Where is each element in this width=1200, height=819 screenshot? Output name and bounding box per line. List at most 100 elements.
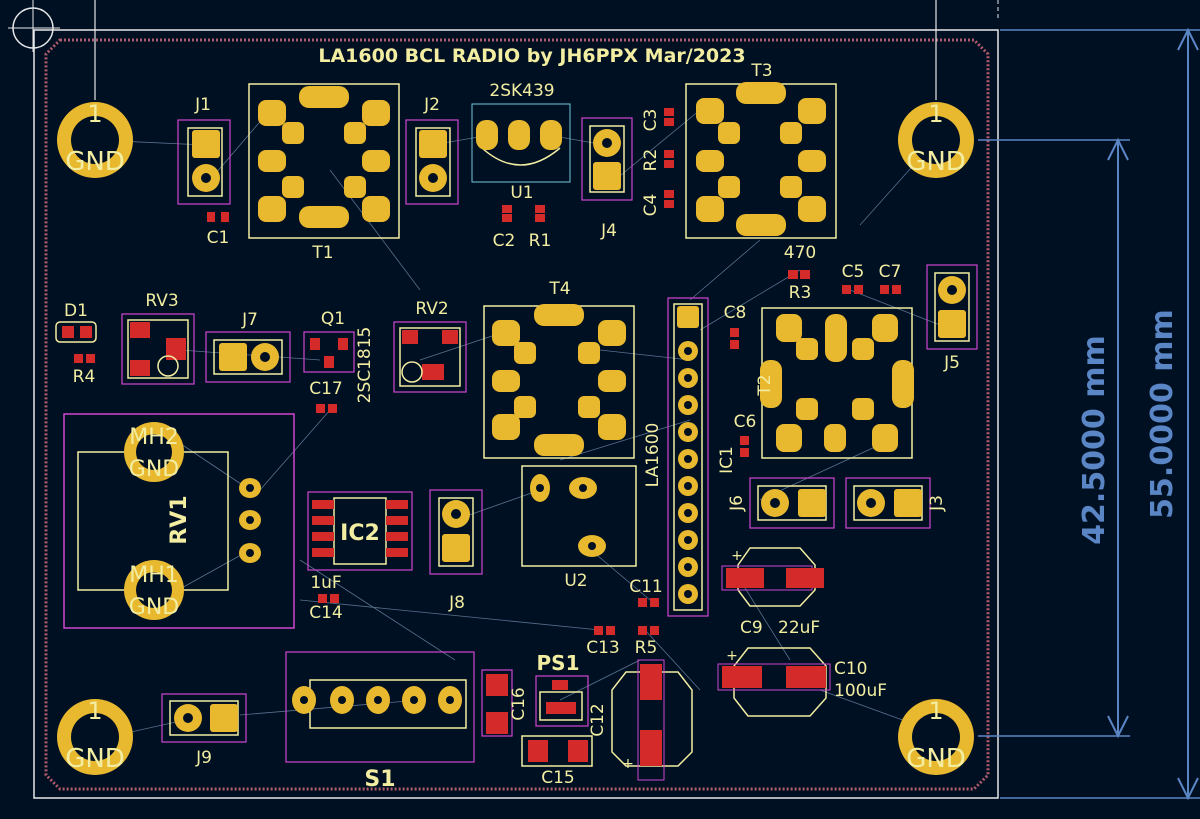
d1-label: D1 bbox=[64, 301, 88, 321]
connector-j1[interactable]: J1 bbox=[177, 95, 231, 205]
capacitor-c6[interactable]: C6 bbox=[734, 412, 757, 457]
capacitor-c13[interactable]: C13 bbox=[586, 626, 620, 658]
connector-j9[interactable]: J9 bbox=[161, 693, 247, 768]
u1-label: U1 bbox=[510, 183, 533, 203]
capacitor-c9[interactable]: + C9 22uF bbox=[721, 547, 824, 638]
connector-j3[interactable]: J3 bbox=[845, 477, 947, 529]
mounting-hole-number: 1 bbox=[87, 697, 102, 725]
rv1-label: RV1 bbox=[167, 495, 192, 544]
capacitor-c15[interactable]: C15 bbox=[521, 735, 593, 788]
dimension-42-5mm-label: 42.5000 mm bbox=[1077, 335, 1112, 545]
svg-text:+: + bbox=[731, 548, 743, 564]
c8-label: C8 bbox=[724, 303, 747, 323]
connector-j5[interactable]: J5 bbox=[926, 264, 978, 373]
dimension-55mm[interactable]: 55.0000 mm bbox=[1000, 27, 1200, 801]
c4-label: C4 bbox=[641, 194, 661, 217]
transformer-t2[interactable]: T2 bbox=[755, 307, 914, 459]
capacitor-c7[interactable]: C7 bbox=[879, 262, 902, 294]
ic-ic1[interactable]: LA1600 IC1 bbox=[643, 297, 737, 617]
c11-label: C11 bbox=[629, 577, 663, 597]
svg-text:+: + bbox=[622, 756, 634, 772]
capacitor-c16[interactable]: C16 bbox=[481, 669, 529, 737]
s1-label: S1 bbox=[364, 767, 395, 792]
mounting-hole-net: GND bbox=[906, 744, 966, 774]
transformer-t1[interactable]: T1 bbox=[248, 83, 400, 263]
ic-ic2[interactable]: IC2 bbox=[307, 491, 413, 571]
mounting-hole-mh1[interactable]: MH1 GND bbox=[124, 560, 184, 620]
j2-label: J2 bbox=[423, 95, 440, 115]
connector-j8[interactable]: J8 bbox=[429, 489, 483, 613]
capacitor-c11[interactable]: C11 bbox=[629, 577, 663, 607]
resistor-r1[interactable]: R1 bbox=[529, 205, 552, 251]
dimension-42-5mm[interactable]: 42.5000 mm bbox=[978, 137, 1130, 739]
ic1-value: LA1600 bbox=[643, 423, 663, 488]
connector-j2[interactable]: J2 bbox=[405, 95, 459, 205]
c3-label: C3 bbox=[641, 109, 661, 132]
resistor-r5[interactable]: R5 bbox=[635, 626, 659, 658]
c14-label: C14 bbox=[309, 603, 343, 623]
r4-label: R4 bbox=[73, 367, 96, 387]
j8-label: J8 bbox=[448, 593, 465, 613]
c17-label: C17 bbox=[309, 379, 343, 399]
c6-label: C6 bbox=[734, 412, 757, 432]
c16-label: C16 bbox=[509, 687, 529, 721]
mh1-label: MH1 bbox=[129, 563, 179, 588]
regulator-ps1[interactable]: PS1 bbox=[535, 651, 589, 727]
rv3-label: RV3 bbox=[145, 291, 178, 311]
rv2-label: RV2 bbox=[415, 299, 448, 319]
ic2-label: IC2 bbox=[340, 521, 380, 546]
resistor-r2[interactable]: R2 bbox=[641, 149, 674, 172]
c9-value: 22uF bbox=[778, 618, 820, 638]
capacitor-c10[interactable]: + C10 100uF bbox=[717, 647, 887, 717]
capacitor-c5[interactable]: C5 bbox=[842, 262, 865, 294]
module-u2[interactable]: U2 bbox=[521, 465, 637, 591]
mounting-hole-top-right[interactable]: 1 GND bbox=[898, 100, 974, 178]
capacitor-c14[interactable]: 1uF C14 bbox=[309, 573, 343, 623]
potentiometer-rv2[interactable]: RV2 bbox=[393, 299, 467, 393]
capacitor-c17[interactable]: C17 bbox=[309, 379, 343, 413]
capacitor-c2[interactable]: C2 bbox=[493, 205, 516, 251]
q1-label: Q1 bbox=[321, 309, 345, 329]
mounting-hole-mh2[interactable]: MH2 GND bbox=[124, 422, 184, 482]
board-edge-outline[interactable] bbox=[33, 29, 999, 799]
t4-label: T4 bbox=[548, 279, 570, 299]
c2-label: C2 bbox=[493, 231, 516, 251]
r3-label: R3 bbox=[789, 283, 812, 303]
transistor-u1[interactable]: 2SK439 U1 bbox=[471, 81, 571, 203]
connector-j6[interactable]: J6 bbox=[727, 477, 835, 529]
c9-label: C9 bbox=[740, 618, 763, 638]
resistor-r4[interactable]: R4 bbox=[73, 354, 96, 387]
potentiometer-rv3[interactable]: RV3 bbox=[121, 291, 195, 385]
c1-label: C1 bbox=[207, 228, 230, 248]
transformer-t4[interactable]: T4 bbox=[483, 279, 635, 459]
capacitor-c12[interactable]: + C12 bbox=[588, 659, 693, 781]
c13-label: C13 bbox=[586, 638, 620, 658]
mounting-hole-number: 1 bbox=[928, 100, 943, 128]
connector-j4[interactable]: J4 bbox=[581, 117, 633, 241]
mounting-hole-bottom-right[interactable]: 1 GND bbox=[898, 697, 974, 775]
t1-label: T1 bbox=[311, 243, 333, 263]
transistor-q1[interactable]: Q1 2SC1815 bbox=[303, 309, 375, 404]
switch-s1[interactable]: S1 bbox=[285, 651, 475, 792]
resistor-r3[interactable]: R3 bbox=[788, 270, 811, 303]
diode-d1[interactable]: D1 bbox=[55, 301, 97, 343]
board-title[interactable]: LA1600 BCL RADIO by JH6PPX Mar/2023 bbox=[318, 45, 745, 67]
capacitor-c8[interactable]: C8 bbox=[724, 303, 747, 349]
mounting-hole-top-left[interactable]: 1 GND bbox=[57, 100, 133, 178]
mounting-hole-net: GND bbox=[906, 147, 966, 177]
q1-value: 2SC1815 bbox=[355, 327, 375, 404]
c14-value: 1uF bbox=[310, 573, 341, 593]
r5-label: R5 bbox=[635, 638, 658, 658]
potentiometer-rv1[interactable]: RV1 bbox=[63, 413, 295, 629]
capacitor-c4[interactable]: C4 bbox=[641, 190, 674, 216]
mounting-hole-number: 1 bbox=[928, 697, 943, 725]
ic1-label: IC1 bbox=[717, 446, 737, 474]
dimension-55mm-label: 55.0000 mm bbox=[1145, 309, 1180, 519]
capacitor-c1[interactable]: C1 bbox=[207, 212, 230, 248]
connector-j7[interactable]: J7 bbox=[205, 310, 291, 383]
capacitor-c3[interactable]: C3 bbox=[641, 108, 674, 131]
transformer-t3[interactable]: T3 470 bbox=[685, 61, 837, 263]
mounting-hole-number: 1 bbox=[87, 100, 102, 128]
mounting-hole-bottom-left[interactable]: 1 GND bbox=[57, 697, 133, 775]
